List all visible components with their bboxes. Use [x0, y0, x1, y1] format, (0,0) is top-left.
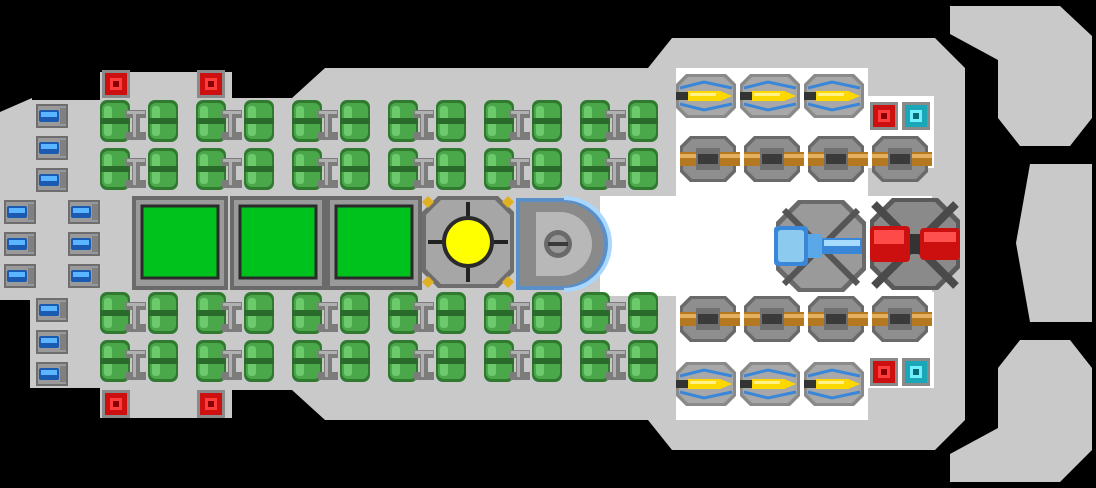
fuel-tank — [628, 148, 658, 190]
fuel-tank — [580, 292, 610, 334]
fuel-tank — [292, 340, 322, 382]
fuel-tank — [628, 340, 658, 382]
fuel-tank — [532, 100, 562, 142]
fuel-tank — [148, 292, 178, 334]
fuel-tank — [532, 148, 562, 190]
fuel-tank — [292, 100, 322, 142]
fuel-tank — [292, 292, 322, 334]
fuel-tank — [436, 292, 466, 334]
fuel-tank — [244, 340, 274, 382]
fuel-tank — [580, 148, 610, 190]
fuel-tank — [580, 100, 610, 142]
fuel-tank — [148, 100, 178, 142]
fuel-tank — [388, 100, 418, 142]
fuel-tank — [148, 340, 178, 382]
fuel-tank — [100, 292, 130, 334]
fuel-tank — [388, 148, 418, 190]
fuel-tank — [340, 340, 370, 382]
fuel-tank — [100, 148, 130, 190]
fuel-tank — [484, 100, 514, 142]
fuel-tank — [436, 148, 466, 190]
fuel-tank — [532, 292, 562, 334]
fuel-tank — [628, 100, 658, 142]
fuel-tank — [484, 340, 514, 382]
reactor-core — [422, 196, 514, 288]
fuel-tank — [148, 148, 178, 190]
ion-turret — [774, 200, 866, 292]
fuel-tank — [484, 148, 514, 190]
fuel-tank — [628, 292, 658, 334]
fuel-tank — [532, 340, 562, 382]
fuel-tank — [196, 292, 226, 334]
fuel-tank — [196, 340, 226, 382]
fuel-tank — [244, 292, 274, 334]
cargo-bays — [132, 196, 422, 290]
laser-turret — [870, 198, 960, 290]
fuel-tank — [100, 100, 130, 142]
fuel-tank — [340, 292, 370, 334]
cockpit — [516, 196, 612, 292]
fuel-tank — [196, 100, 226, 142]
fuel-tank — [436, 100, 466, 142]
fuel-tank — [292, 148, 322, 190]
fuel-tank — [340, 148, 370, 190]
fuel-tank — [580, 340, 610, 382]
fuel-tank — [196, 148, 226, 190]
fuel-tank — [436, 340, 466, 382]
fuel-tank — [100, 340, 130, 382]
fuel-tank — [388, 340, 418, 382]
fuel-tank — [244, 148, 274, 190]
fuel-tank — [388, 292, 418, 334]
fuel-tank — [340, 100, 370, 142]
fuel-tank — [244, 100, 274, 142]
fuel-tank — [484, 292, 514, 334]
